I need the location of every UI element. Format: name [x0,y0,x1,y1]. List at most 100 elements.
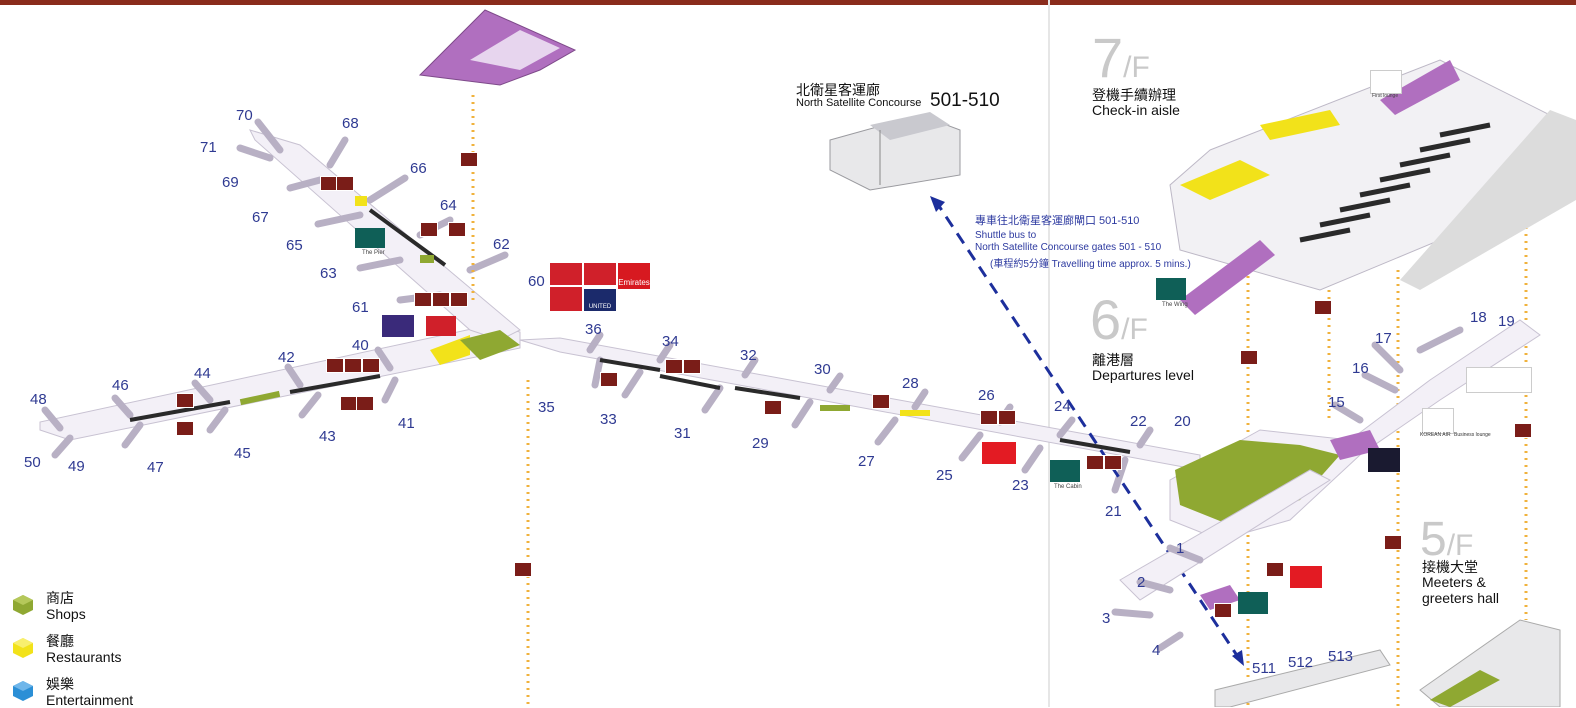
north-satellite-title-en: North Satellite Concourse [796,97,922,109]
gate-label: 71 [200,139,217,156]
floor-6-number: 6/F [1090,292,1148,358]
floor-6-zh: 離港層 [1092,352,1134,368]
korean-air-badge [1422,408,1454,434]
restroom-icon [665,359,683,374]
lounge-wing-label: The Wing [1162,302,1188,308]
legend-entertainment-zh: 娛樂 [46,676,74,692]
east-hub [1111,319,1561,707]
legend-shops-en: Shops [46,606,86,622]
restroom-icon [362,358,380,373]
gate-label: 63 [320,265,337,282]
page-fold [1048,0,1050,707]
gate-label: 23 [1012,477,1029,494]
lounge-cabin-label: The Cabin [1054,484,1082,490]
gate-label: 36 [585,321,602,338]
gate-label: 66 [410,160,427,177]
floor-7-number: 7/F [1092,30,1150,96]
restroom-icon [450,292,468,307]
north-satellite-title-zh: 北衛星客運廊 [796,82,880,98]
united-badge: UNITED [584,289,616,311]
legend-restaurants-en: Restaurants [46,649,122,665]
restroom-icon [1086,455,1104,470]
restroom-icon [448,222,466,237]
gate-label: 48 [30,391,47,408]
checkin-hall [1169,59,1576,315]
floor-5-zh: 接機大堂 [1422,559,1478,575]
shuttle-route-arrow [930,196,1244,666]
floor-5-num: 5 [1420,513,1447,566]
gate-label: 15 [1328,394,1345,411]
restroom-icon [1240,350,1258,365]
restroom-icon [1266,562,1284,577]
gate-label: 29 [752,435,769,452]
gate-label: 33 [600,411,617,428]
singapore-airlines-badge [1368,448,1400,472]
restroom-icon [336,176,354,191]
shuttle-line-en1: Shuttle bus to [975,230,1037,241]
lounge-wing-badge [1156,278,1186,300]
shops-cube-icon [13,595,33,615]
restroom-icon [600,372,618,387]
legend-entertainment-en: Entertainment [46,692,134,708]
lounge-wing-badge-2 [1238,592,1268,614]
gate-label: 45 [234,445,251,462]
gate-label: 28 [902,375,919,392]
accessible-icon [344,358,362,373]
restroom-icon [980,410,998,425]
entertainment-cube-icon [13,681,33,701]
gate-label: 62 [493,236,510,253]
floor-7-zh: 登機手續辦理 [1092,87,1176,103]
brand-badge [584,263,616,285]
accessible-icon [998,410,1016,425]
accessible-icon [683,359,701,374]
shuttle-line-zh: 專車往北衛星客運廊閘口 501-510 [975,215,1140,227]
gate-label: 64 [440,197,457,214]
gate-label: 3 [1102,610,1110,627]
gate-label: 18 [1470,309,1487,326]
restroom-icon [1514,423,1532,438]
shuttle-time: (車程約5分鐘 Travelling time approx. 5 mins.) [990,259,1191,270]
gate-label: 69 [222,174,239,191]
royal-orchid-badge [382,315,414,337]
floor-6-slash: /F [1121,313,1148,346]
floor-6-en: Departures level [1092,367,1194,383]
gate-label: 4 [1152,642,1160,659]
accessible-icon [420,222,438,237]
north-satellite-building [829,112,961,191]
gate-label: 35 [538,399,555,416]
gate-label: 43 [319,428,336,445]
gate-label: 19 [1498,313,1515,330]
gate-label: 49 [68,458,85,475]
restroom-icon [326,358,344,373]
gate-label: 22 [1130,413,1147,430]
gate-label: 70 [236,107,253,124]
gate-label: 512 [1288,654,1313,671]
gate-label: 34 [662,333,679,350]
gate-label: 1 [1176,540,1184,557]
airline-badge [1466,367,1532,393]
emirates-badge: Emirates [618,263,650,289]
restroom-icon [764,400,782,415]
accessible-icon [432,292,450,307]
gate-label: 17 [1375,330,1392,347]
gate-label: 65 [286,237,303,254]
legend-shops-zh: 商店 [46,590,74,606]
floor-7-en: Check-in aisle [1092,102,1180,118]
restroom-icon [356,396,374,411]
lounge-pier-badge [355,228,385,248]
gate-label: 61 [352,299,369,316]
gate-label: 31 [674,425,691,442]
restroom-icon [176,421,194,436]
gate-label: 21 [1105,503,1122,520]
gate-label: 41 [398,415,415,432]
brand-badge [982,442,1016,464]
brand-badge [1290,566,1322,588]
shuttle-line-en2: North Satellite Concourse gates 501 - 51… [975,242,1162,253]
restaurants-cube-icon [13,638,33,658]
gate-label: 42 [278,349,295,366]
facility-patches [239,196,930,416]
brand-badge [550,263,582,285]
restroom-icon [514,562,532,577]
